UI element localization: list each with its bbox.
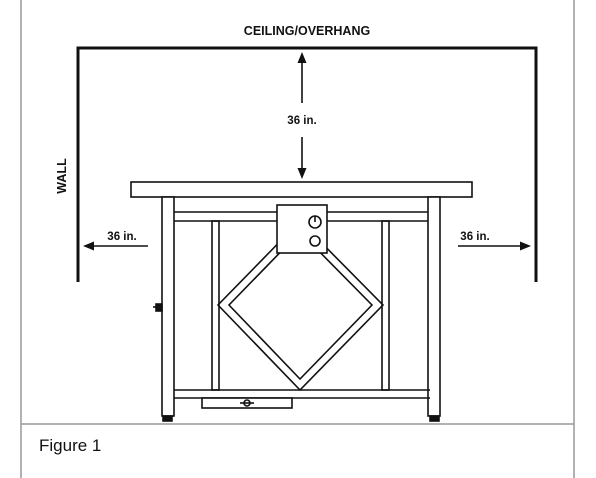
top-clearance-label: 36 in. <box>287 115 316 127</box>
igniter-button-icon <box>309 235 321 247</box>
left-clearance-label: 36 in. <box>107 231 136 243</box>
right-clearance-arrow <box>458 241 531 251</box>
right-clearance-label: 36 in. <box>460 231 489 243</box>
page-border <box>20 0 575 478</box>
left-clearance-arrow <box>83 241 148 251</box>
control-panel <box>276 204 328 254</box>
diamond-brace-inner <box>227 230 374 381</box>
control-knob-icon <box>308 215 322 229</box>
table-top <box>130 181 473 198</box>
fire-pit-table <box>130 181 473 422</box>
figure-caption: Figure 1 <box>39 436 102 455</box>
left-leg <box>161 196 175 417</box>
ceiling-label: CEILING/OVERHANG <box>244 24 370 38</box>
bottom-valve-icon <box>240 399 254 407</box>
diamond-brace-outer <box>216 219 385 392</box>
ceiling-wall-outline <box>76 46 538 282</box>
left-foot <box>162 415 173 422</box>
top-clearance-arrow <box>297 52 307 179</box>
wall-label: WALL <box>55 158 69 194</box>
right-foot <box>429 415 440 422</box>
gas-inlet-fitting-icon <box>153 303 163 312</box>
right-leg <box>427 196 441 417</box>
